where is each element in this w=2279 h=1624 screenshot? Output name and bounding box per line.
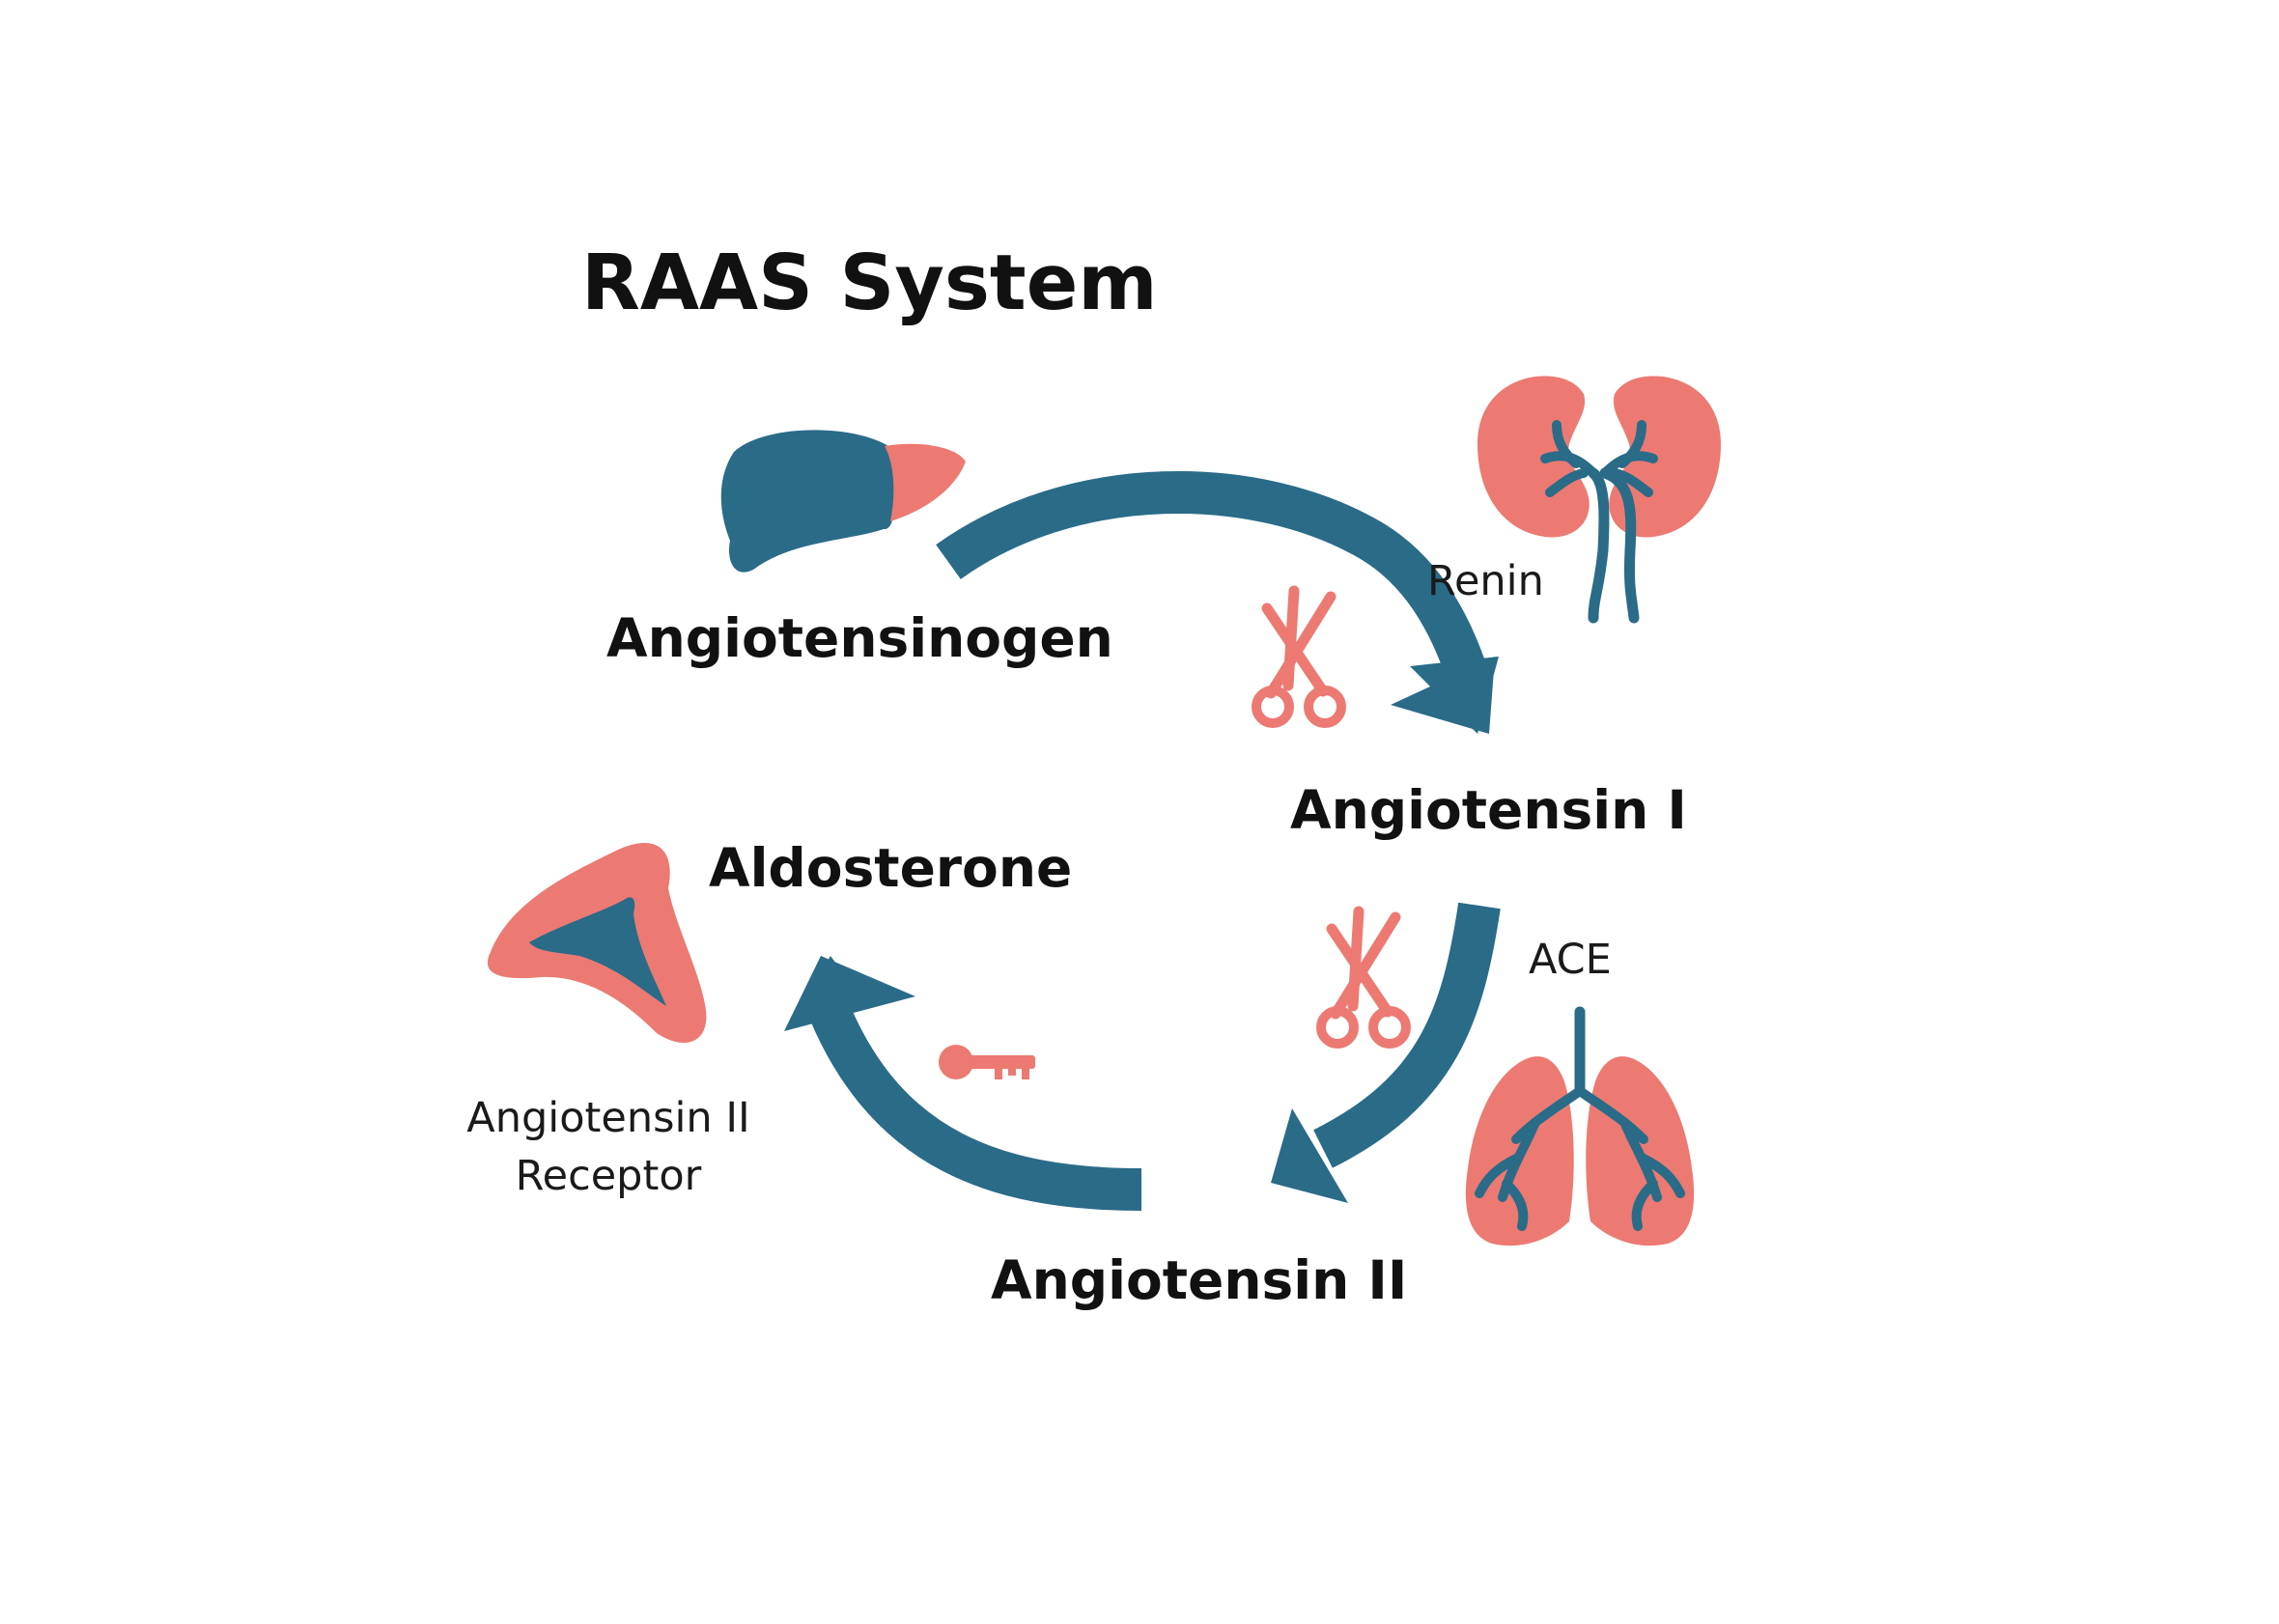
enzyme-label-renin: Renin [1427,557,1544,605]
adrenal-gland-icon [487,843,707,1043]
lungs-icon [1465,1006,1695,1246]
scissors-icon-ace [1321,911,1406,1044]
receptor-label: Angiotensin II Receptor [464,1089,753,1205]
stage-label-angiotensin-2: Angiotensin II [991,1249,1408,1311]
kidneys-icon [1477,376,1721,624]
receptor-label-line-2: Receptor [515,1152,702,1201]
key-icon [939,1045,1035,1079]
scissors-icon-renin [1256,591,1341,723]
stage-label-angiotensin-1: Angiotensin I [1290,779,1687,841]
arrow-angiotensinogen-to-angiotensin-1 [936,471,1499,734]
stage-label-aldosterone: Aldosterone [709,837,1073,899]
stage-label-angiotensinogen: Angiotensinogen [606,607,1113,669]
liver-icon [720,430,966,573]
enzyme-label-ace: ACE [1529,936,1612,984]
page-title: RAAS System [581,238,1158,327]
arrow-angiotensin-2-to-aldosterone [784,956,1142,1211]
receptor-label-line-1: Angiotensin II [466,1094,750,1142]
arrow-angiotensin-1-to-angiotensin-2 [1271,902,1501,1203]
